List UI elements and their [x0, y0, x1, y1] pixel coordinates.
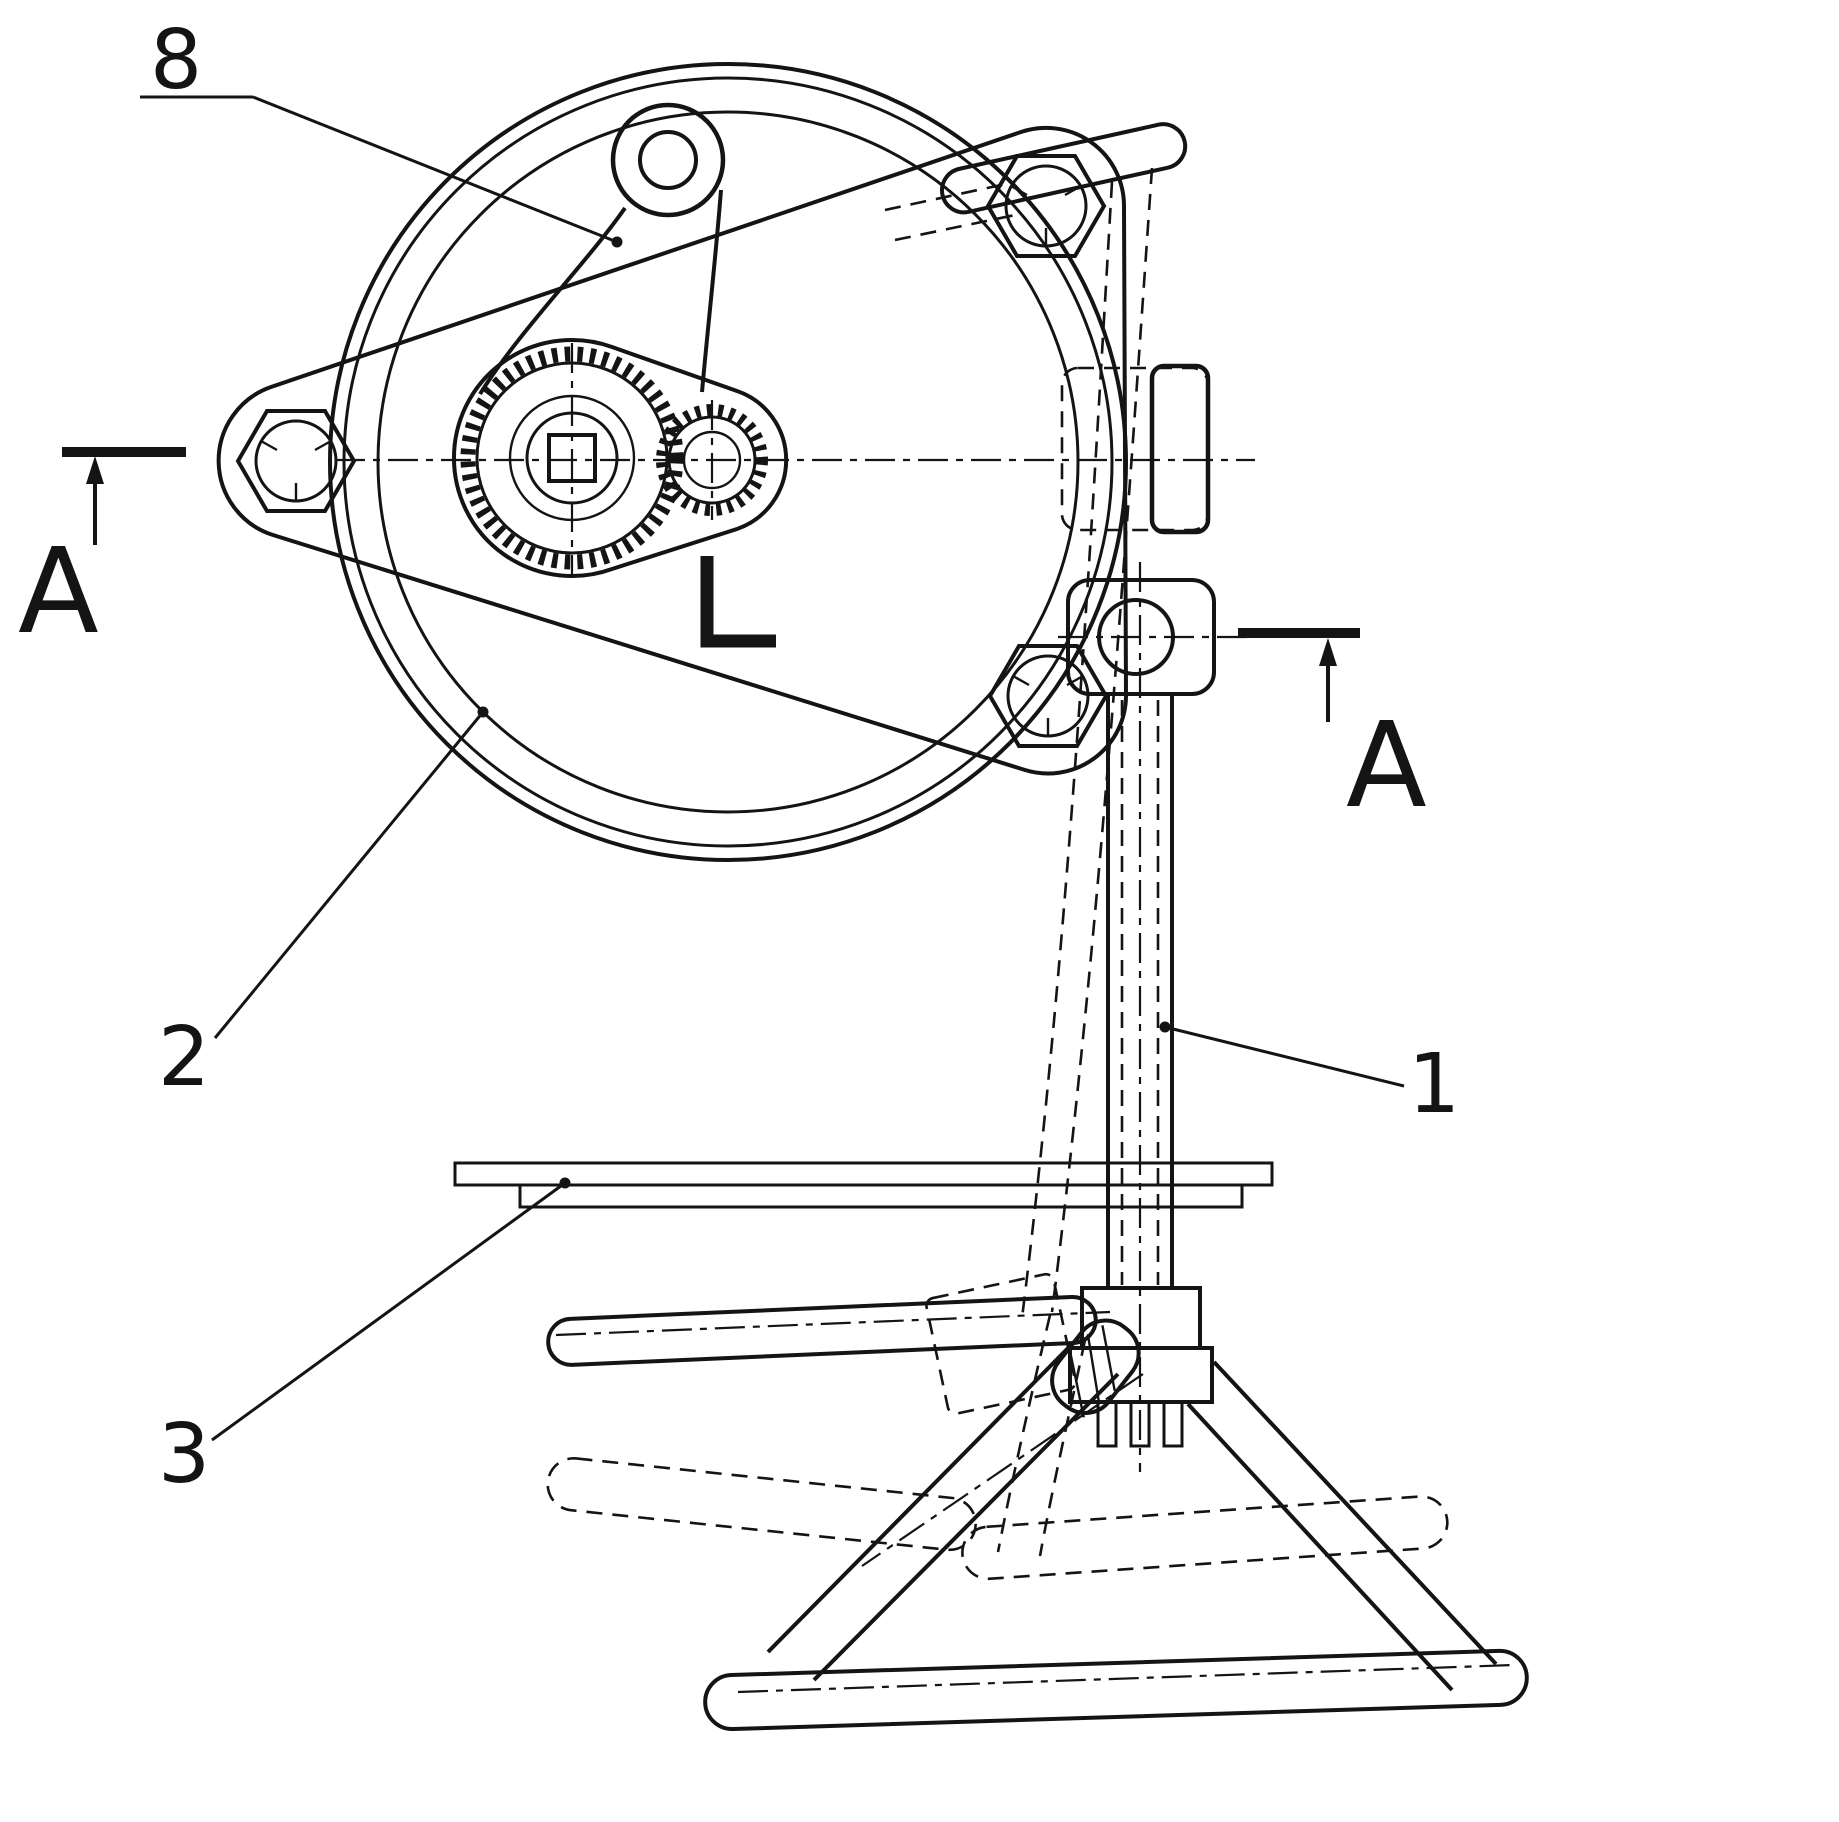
- phantom-leg-1: [996, 1314, 1052, 1553]
- corner-datum-mark: [700, 556, 776, 648]
- ref-2-leader-dot: [477, 706, 489, 718]
- big-gear-hub: [525, 411, 619, 505]
- nut-hexagon: [235, 409, 357, 513]
- handle-bar-end: [940, 122, 1188, 215]
- phantom-handlebar-extension: [884, 180, 1021, 242]
- base-bottom-bar: [703, 1648, 1529, 1732]
- corner-mark: [700, 556, 776, 648]
- centerline-pedal-bar: [555, 1310, 1111, 1337]
- leader-ref-8: 8: [140, 13, 623, 248]
- bracket-side-tab: [1149, 363, 1211, 535]
- section-mark-left: A: [18, 447, 186, 660]
- leader-ref-1: 1: [1159, 1021, 1460, 1132]
- phantom-pedal-bar-left: [546, 1457, 977, 1552]
- ref-3-leader-line: [211, 1181, 566, 1442]
- crank-arm: [478, 102, 726, 396]
- section-letter-left: A: [18, 522, 99, 660]
- crank-arm-right-edge: [700, 189, 723, 393]
- crank-arm-top-end: [610, 102, 726, 218]
- platform-top-plate: [453, 1161, 1274, 1187]
- phantom-leg-2: [1038, 1339, 1087, 1557]
- phantom-lines: [546, 167, 1449, 1581]
- bracket-body: [1066, 578, 1216, 696]
- ref-8-leader-dot: [611, 236, 623, 248]
- big-gear-teeth: [460, 346, 684, 570]
- support-post: [1068, 694, 1214, 1448]
- flywheel: [328, 62, 1128, 862]
- flywheel-inner-rim: [342, 76, 1114, 848]
- platform-bar: [453, 1161, 1274, 1209]
- section-mark-right: A: [1238, 628, 1427, 834]
- hub-tube-end: [1050, 1318, 1141, 1415]
- base-right-brace-inner: [1186, 1402, 1454, 1692]
- base-right-brace-outer: [1212, 1360, 1498, 1666]
- leader-ref-2: 2: [158, 706, 489, 1105]
- section-letter-right: A: [1346, 696, 1427, 834]
- support-bracket: [1060, 363, 1216, 696]
- base-left-brace-inner: [812, 1372, 1120, 1682]
- gear-train: [451, 338, 789, 578]
- phantom-base-bar-right: [961, 1495, 1449, 1581]
- ref-label-1: 1: [1408, 1037, 1460, 1132]
- bracket-hidden-block: [1060, 366, 1210, 532]
- mounting-plate: [216, 125, 1129, 776]
- big-gear-web: [508, 394, 636, 522]
- phantom-pedal-block: [925, 1272, 1077, 1415]
- flywheel-face-circle: [376, 110, 1080, 814]
- phantom-handle-curve-left: [1020, 181, 1114, 1319]
- section-arrow-head-left: [86, 456, 104, 484]
- ref-label-8: 8: [150, 13, 202, 108]
- centerlines: [335, 343, 1515, 1694]
- crank-arm-top-hole: [638, 130, 698, 190]
- post-hidden-bore: [1120, 700, 1160, 1285]
- mounting-plate-outline: [216, 125, 1129, 776]
- ref-label-3: 3: [158, 1407, 210, 1502]
- ref-2-leader-line: [213, 711, 485, 1039]
- castle-nut-top: [985, 154, 1107, 258]
- bracket-pivot-hole: [1097, 598, 1175, 676]
- pedal-bar: [546, 1294, 1098, 1367]
- phantom-handle-curve-right: [1050, 167, 1154, 1313]
- small-gear-root: [667, 415, 757, 505]
- leader-ref-3: 3: [158, 1177, 571, 1502]
- centerline-base-bar: [737, 1663, 1515, 1694]
- nut-hexagon: [987, 644, 1109, 748]
- section-arrow-head-right: [1319, 638, 1337, 666]
- small-gear-teeth: [656, 404, 768, 516]
- crank-arm-left-edge: [478, 206, 627, 396]
- base-frame: [546, 1294, 1529, 1732]
- flange-stud-3: [1162, 1400, 1184, 1448]
- castle-nut-left: [235, 409, 357, 513]
- nut-slots: [260, 439, 332, 501]
- ref-8-leader-line: [252, 95, 618, 244]
- flywheel-outer-rim: [328, 62, 1128, 862]
- ref-label-2: 2: [158, 1010, 210, 1105]
- ref-3-leader-dot: [559, 1177, 571, 1189]
- small-gear-hub: [682, 430, 742, 490]
- ref-1-leader-dot: [1159, 1021, 1171, 1033]
- centerline-base-diagonal: [861, 1373, 1144, 1567]
- platform-lower-plate: [518, 1183, 1244, 1209]
- ref-1-leader-line: [1164, 1025, 1405, 1088]
- big-gear-root: [475, 361, 669, 555]
- flange-stud-2: [1129, 1400, 1151, 1448]
- handle-bar: [940, 122, 1188, 215]
- square-shaft-hole: [547, 433, 597, 483]
